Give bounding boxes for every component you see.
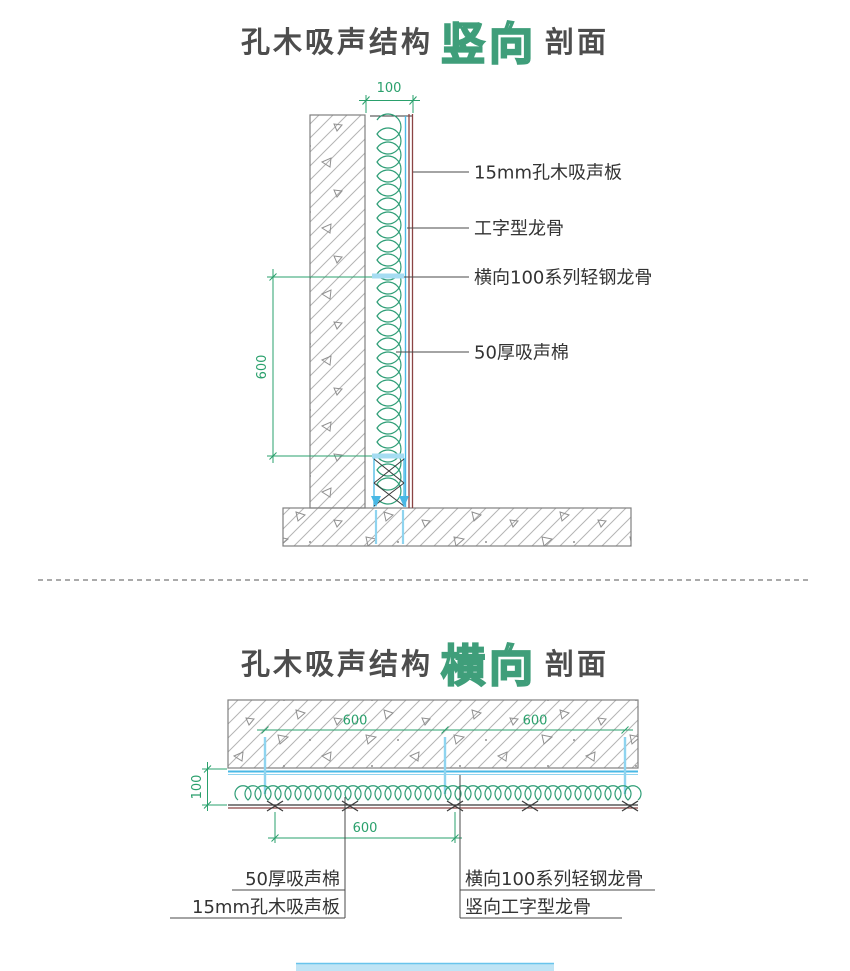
title-highlight: 横向 (440, 640, 537, 693)
dimension-wall-bays (257, 726, 633, 734)
horizontal-section-diagram: 600 600 100 (170, 699, 655, 919)
dim-text-100-top: 100 (377, 81, 402, 96)
floor-hatch (282, 507, 632, 547)
dim-text-600-bay-right: 600 (523, 714, 548, 729)
dimension-keel-spacing-bottom-600 (268, 812, 462, 843)
horizontal-section-title: 孔木吸声结构 横向 剖面 (0, 636, 850, 693)
absorbing-cotton-coil (376, 113, 402, 505)
leader-lines-right (459, 775, 655, 919)
brace-x-marks (373, 458, 405, 507)
base-bracket (371, 458, 409, 544)
title-highlight: 竖向 (440, 18, 537, 71)
dim-text-100-side: 100 (190, 775, 205, 800)
dimension-assembly-depth-100 (202, 762, 227, 811)
dim-text-600-left: 600 (255, 355, 270, 380)
absorbing-cotton-coil-horizontal (234, 785, 642, 801)
vertical-section-diagram: 100 600 15mm孔木吸声板 工字型龙骨 横向100系列轻钢龙骨 50厚吸… (255, 81, 652, 547)
i-keel-bowties (266, 800, 639, 812)
horizontal-keel-mark-bottom (372, 453, 404, 459)
leader-lines-left (170, 797, 346, 919)
horizontal-keel-mark-top (372, 273, 404, 279)
label-vertical-i-keel: 竖向工字型龙骨 (465, 897, 591, 918)
label-panel-horizontal: 15mm孔木吸声板 (192, 897, 340, 918)
cropped-bottom-element (296, 962, 554, 971)
label-i-keel: 工字型龙骨 (474, 219, 564, 240)
dimension-keel-spacing-600 (267, 269, 372, 463)
keel-vertical-marks (263, 737, 627, 794)
wall-hatch (309, 114, 366, 509)
wall-hatch-horizontal (227, 699, 639, 769)
title-suffix: 剖面 (545, 25, 610, 59)
label-cotton: 50厚吸声棉 (474, 343, 569, 364)
title-prefix: 孔木吸声结构 (240, 25, 433, 59)
title-prefix: 孔木吸声结构 (240, 647, 433, 681)
label-steel-keel: 横向100系列轻钢龙骨 (474, 268, 652, 289)
anchor-triangle-left (371, 496, 381, 507)
label-acoustic-panel: 15mm孔木吸声板 (474, 163, 622, 184)
dimension-panel-depth-100 (359, 95, 420, 113)
label-steel-keel-horizontal: 横向100系列轻钢龙骨 (465, 869, 643, 890)
dim-text-600-bay-left: 600 (343, 714, 368, 729)
leader-lines-vertical-section (396, 171, 469, 353)
anchor-triangle-right (399, 496, 409, 507)
title-suffix: 剖面 (545, 647, 610, 681)
dim-text-600-bottom: 600 (353, 821, 378, 836)
vertical-section-title: 孔木吸声结构 竖向 剖面 (0, 14, 850, 71)
keel-and-panel-lines (372, 114, 414, 508)
label-cotton-horizontal: 50厚吸声棉 (245, 869, 340, 890)
